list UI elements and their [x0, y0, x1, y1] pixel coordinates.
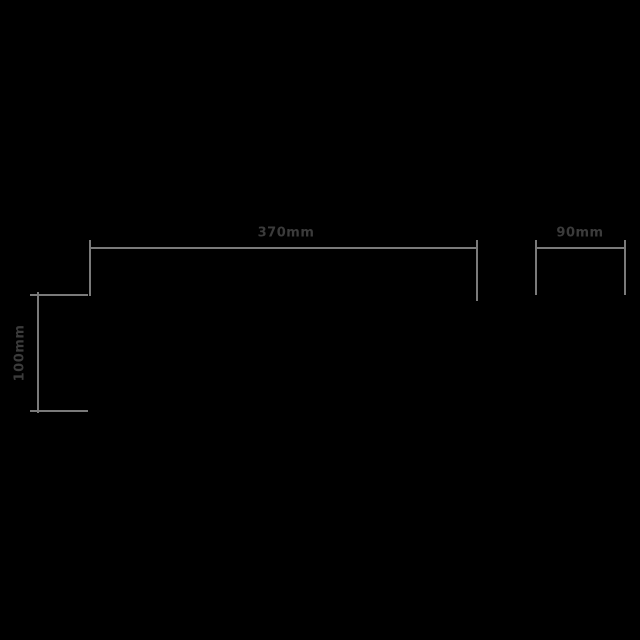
- extension-line-top-right: [476, 240, 478, 301]
- dimension-label-right-width: 90mm: [556, 225, 604, 241]
- extension-line-right-right: [624, 240, 626, 295]
- extension-line-left-top: [30, 294, 88, 296]
- dimension-line-left-height: [37, 292, 39, 413]
- extension-line-right-left: [535, 240, 537, 295]
- dimension-label-top-width: 370mm: [257, 225, 315, 241]
- dimension-line-right-width: [536, 247, 625, 249]
- dimension-label-left-height: 100mm: [12, 324, 28, 382]
- extension-line-left-bottom: [30, 410, 88, 412]
- extension-line-top-left: [89, 240, 91, 296]
- dimension-line-top-width: [90, 247, 478, 249]
